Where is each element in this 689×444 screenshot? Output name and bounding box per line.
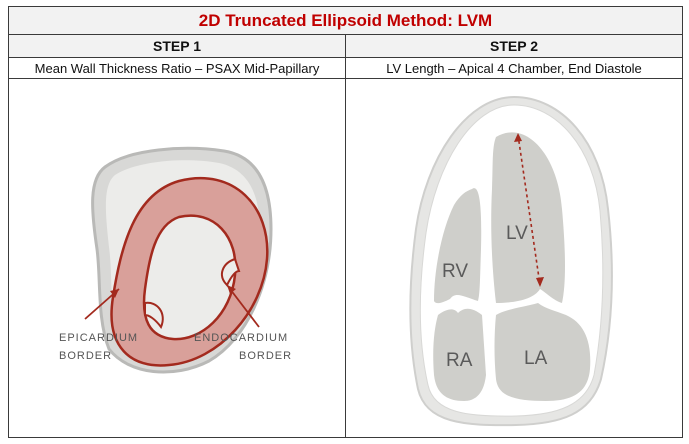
endocardium-arrow-head [227,285,236,294]
rv-cavity [434,188,482,304]
papillary-notch-right [220,257,241,287]
endocardium-label-line2: BORDER [239,350,292,362]
ra-cavity [433,308,486,401]
papillary-notch-left [144,301,164,329]
psax-figure: EPICARDIUM BORDER ENDOCARDIUM BORDER [59,146,292,374]
steps-table: STEP 1 Mean Wall Thickness Ratio – PSAX … [8,34,683,438]
la-label: LA [524,348,548,369]
endocardium-label-line1: ENDOCARDIUM [194,332,288,344]
lv-label: LV [506,223,528,244]
step2-subtitle: LV Length – Apical 4 Chamber, End Diasto… [346,58,682,79]
step2-header: STEP 2 [346,35,682,58]
lv-length-arrow-top [514,133,522,142]
lv-length-line [517,134,541,286]
page-title: 2D Truncated Ellipsoid Method: LVM [8,6,683,35]
lv-length-arrow-bottom [536,277,544,287]
step1-header: STEP 1 [9,35,345,58]
epicardium-arrow-head [110,289,119,298]
epicardium-label-line1: EPICARDIUM [59,332,138,344]
apical-4-chamber-figure: LV RV RA LA [409,95,613,427]
myocardium-ring [110,176,269,367]
step1-subtitle: Mean Wall Thickness Ratio – PSAX Mid-Pap… [9,58,345,79]
ra-label: RA [446,350,473,371]
step1-column: STEP 1 Mean Wall Thickness Ratio – PSAX … [9,35,346,437]
lv-cavity [491,132,565,303]
rv-label: RV [442,261,468,282]
la-cavity [494,303,591,401]
step2-column: STEP 2 LV Length – Apical 4 Chamber, End… [346,35,682,437]
epicardium-label-line2: BORDER [59,350,112,362]
